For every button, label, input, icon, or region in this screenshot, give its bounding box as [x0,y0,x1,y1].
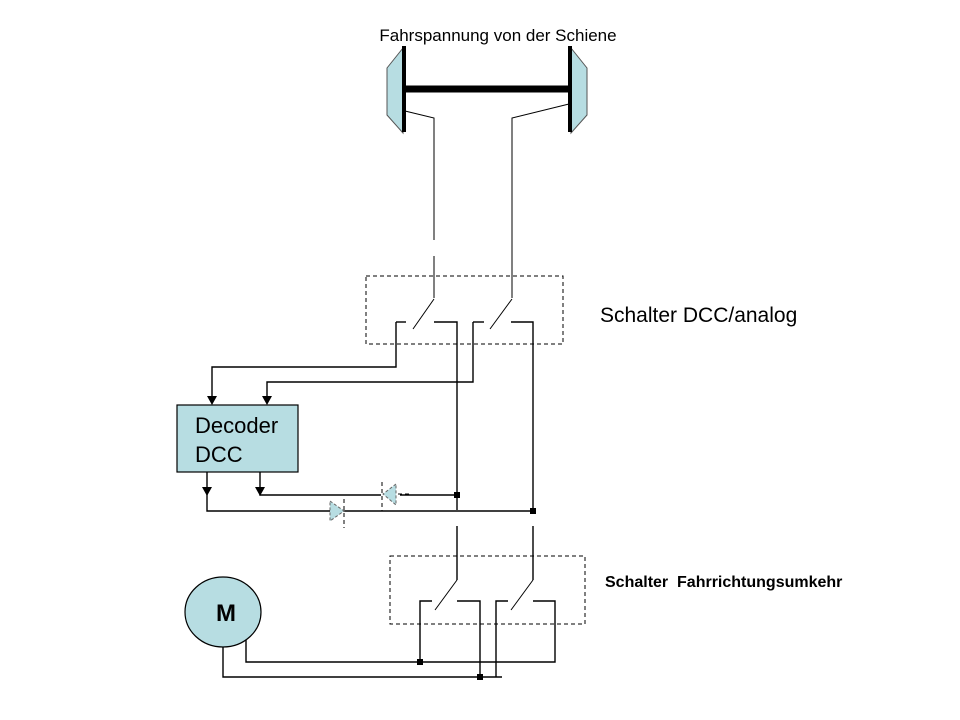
arrow-down-icon [202,487,212,496]
direction-switch-box [389,555,586,625]
right-wheel [570,46,588,135]
dcc-switch-blade-right [489,298,513,330]
decoder-output-right [259,472,381,496]
wheelset-icon [386,46,588,135]
motor-label: M [216,600,236,627]
analog-contact-right [511,321,534,510]
direction-switch-blade-left [434,579,458,611]
dcc-line-left [211,322,397,397]
direction-switch-label: Schalter Fahrrichtungsumkehr [605,574,842,591]
arrow-down-icon [255,487,265,496]
dcc-switch-blade-left [412,298,435,330]
arrow-down-icon [262,396,272,405]
direction-contact [457,600,481,677]
left-wheel-wire [404,110,435,240]
direction-contact [495,600,508,677]
diode-left-icon [381,482,397,511]
direction-contact [419,600,432,662]
motor-wire-a [245,640,420,663]
decoder-label-line1: Decoder [195,413,278,438]
dcc-analog-switch-label: Schalter DCC/analog [600,304,797,327]
junction-dot [454,492,460,498]
arrow-down-icon [207,396,217,405]
dcc-analog-switch-box [365,275,564,345]
motor-wire-b [222,647,502,678]
junction-dot [417,659,423,665]
analog-contact-left [434,321,458,510]
left-wheel [386,46,404,135]
dcc-line-right [266,322,474,397]
junction-dot [477,674,483,680]
diode-right-icon [329,499,345,528]
decoder-dcc-box [176,404,299,473]
right-wheel-wire [511,103,570,298]
decoder-output-left [206,472,533,512]
junction-dot [530,508,536,514]
decoder-label-line2: DCC [195,442,243,467]
direction-switch-blade-right [510,579,534,611]
direction-contact [420,600,556,663]
diagram-title: Fahrspannung von der Schiene [379,26,616,45]
